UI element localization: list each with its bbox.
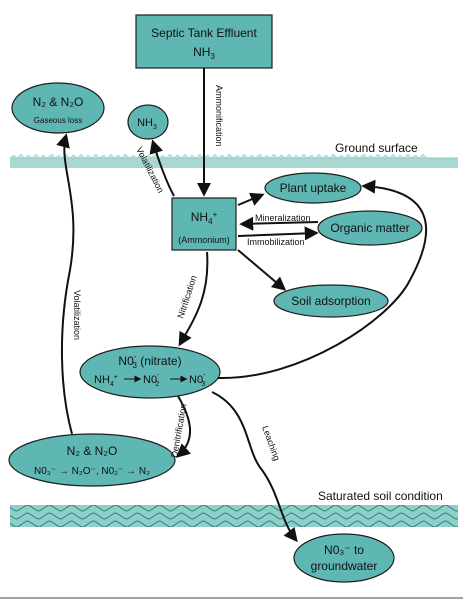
soil-adsorption-label: Soil adsorption <box>291 294 370 308</box>
denitrification-arrow <box>175 395 192 458</box>
immobilization-label: Immobilization <box>247 237 305 247</box>
plant-uptake-arrow <box>237 192 265 206</box>
organic-matter-label: Organic matter <box>330 221 409 235</box>
ground-surface-layer: Ground surface <box>9 141 458 168</box>
gaseous-loss-label: Gaseous loss <box>34 116 82 125</box>
groundwater-line1: N0₃⁻ to <box>324 543 364 557</box>
groundwater-line2: groundwater <box>311 559 378 573</box>
leaching-arrow <box>211 391 298 543</box>
groundwater-ellipse <box>293 533 395 583</box>
volatilization-left-label: Volatilization <box>72 290 82 340</box>
volatilization-nh3-arrow <box>149 139 175 197</box>
plant-uptake-label: Plant uptake <box>280 181 347 195</box>
denitrification-title: N₂ & N₂O <box>67 444 118 458</box>
denitrification-label: Denitrification <box>169 403 188 458</box>
soil-adsorption-node: Soil adsorption <box>273 284 389 318</box>
wave-pattern <box>10 505 458 527</box>
flow-arrows <box>56 68 427 543</box>
effluent-title: Septic Tank Effluent <box>151 26 257 40</box>
denitrification-node: N₂ & N₂O N0₃⁻ → N₂O⁻, N0₂⁻ → N₂ <box>8 433 176 487</box>
nh3-formula: NH3 <box>137 117 157 131</box>
saturated-soil-label: Saturated soil condition <box>318 489 443 503</box>
effluent-formula: NH3 <box>193 45 215 61</box>
ammonium-formula: NH4+ <box>191 210 218 226</box>
effluent-box <box>135 14 273 69</box>
plant-uptake-ellipse <box>264 172 362 204</box>
nitrate-nitrate-term: N0-3 <box>189 372 206 388</box>
ground-surface-label: Ground surface <box>335 141 418 155</box>
ammonium-node: NH4+ (Ammonium) <box>171 197 237 251</box>
soil-adsorption-arrow <box>237 249 287 291</box>
nh3-ellipse <box>127 104 169 140</box>
denitrification-sequence: N0₃⁻ → N₂O⁻, N0₂⁻ → N₂ <box>34 466 150 477</box>
leaching-label: Leaching <box>260 424 282 462</box>
nitrate-title: N0-3 (nitrate) <box>118 352 181 370</box>
nitrate-ellipse <box>79 345 221 399</box>
volatilization-top-label: Volatilization <box>134 145 166 194</box>
plant-uptake-node: Plant uptake <box>264 172 362 204</box>
ground-band <box>10 158 458 168</box>
septic-effluent-node: Septic Tank Effluent NH3 <box>135 14 273 69</box>
grass-fringe <box>9 153 458 159</box>
gaseous-loss-ellipse <box>11 82 105 134</box>
gaseous-loss-node: N₂ & N₂O Gaseous loss <box>11 82 105 134</box>
soil-adsorption-ellipse <box>273 284 389 318</box>
saturated-soil-layer: Saturated soil condition <box>10 489 458 527</box>
denitrification-ellipse <box>8 433 176 487</box>
mineralization-arrow <box>239 216 319 231</box>
gaseous-loss-formula: N₂ & N₂O <box>33 95 84 109</box>
volatilization-gas-arrow <box>56 133 75 435</box>
nitrate-to-plant-arrow <box>217 179 427 380</box>
nitrate-nitrite-term: N0-2 <box>143 372 160 388</box>
nh3-node: NH3 <box>127 104 169 140</box>
nitrification-arrow <box>178 251 209 347</box>
nitrate-ammonium-term: NH4+ <box>94 374 118 388</box>
nitrate-node: N0-3 (nitrate) NH4+ N0-2 N0-3 <box>79 345 221 399</box>
nitrification-label: Nitrification <box>175 274 198 319</box>
groundwater-node: N0₃⁻ to groundwater <box>293 533 395 583</box>
mineralization-label: Mineralization <box>255 213 311 223</box>
ammonium-box <box>171 197 237 251</box>
ammonification-label: Ammonification <box>214 85 224 147</box>
immobilization-arrow <box>237 226 319 241</box>
ammonium-label: (Ammonium) <box>178 235 230 245</box>
organic-matter-node: Organic matter <box>317 210 423 246</box>
